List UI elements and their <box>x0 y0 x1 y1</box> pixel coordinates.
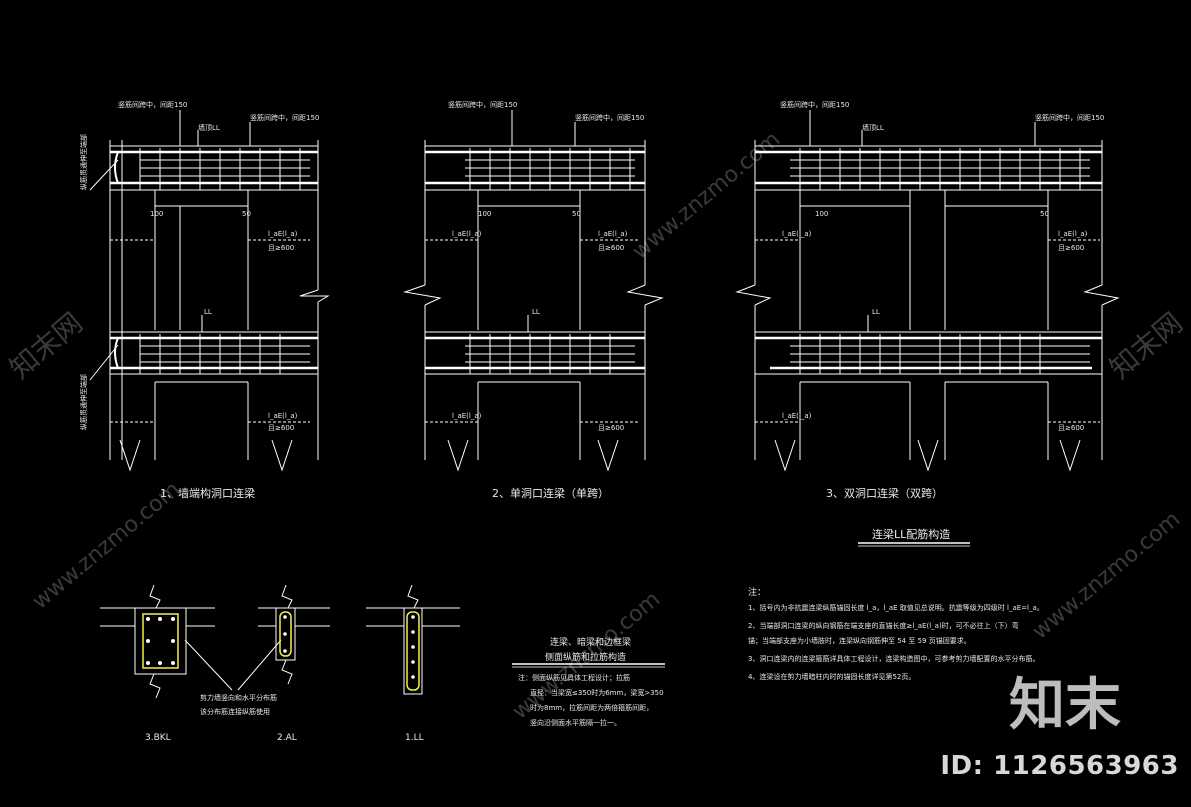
d1-label-beam: 墙顶LL <box>198 123 220 132</box>
d1-label-top-left: 竖筋间跨中，间距150 <box>118 100 187 109</box>
label-ll: 1.LL <box>405 733 424 743</box>
side-box-note-1: 注：侧面纵筋见具体工程设计；拉筋 <box>518 673 630 682</box>
watermark-cn-2: 知末网 <box>1103 306 1189 385</box>
d1-label-ll: LL <box>204 308 212 316</box>
d1-side-note-b: 纵筋贯通伸至端部 <box>79 374 88 430</box>
note-3: 3、洞口连梁内的连梁箍筋详具体工程设计，连梁构造图中，可参考剪力墙配置的水平分布… <box>748 654 1039 663</box>
side-box-note-2: 直径：当梁宽≤350时为6mm，梁宽>350 <box>530 688 664 697</box>
d2-top-grid <box>465 148 635 190</box>
d1-label-top-right: 竖筋间跨中，间距150 <box>250 113 319 122</box>
d3-mid-grid <box>790 334 1090 374</box>
note-2b: 锚；当端部支座为小墙肢时，连梁纵向钢筋伸至 54 至 59 页锚固要求。 <box>748 636 971 645</box>
notes-block: 注： 1、括号内为非抗震连梁纵筋锚固长度 l_a，l_aE 取值见总说明。抗震等… <box>748 586 1044 681</box>
d3-caption: 3、双洞口连梁（双跨） <box>826 486 943 500</box>
notes-header: 注： <box>748 586 766 598</box>
d3-label-top-right: 竖筋间跨中，间距150 <box>1035 113 1104 122</box>
d3-top-grid <box>790 148 1090 190</box>
d3-label-beam: 墙顶LL <box>862 123 884 132</box>
d1-dim-la: l_aE(l_a) <box>268 230 298 238</box>
note-2: 2、当端部洞口连梁的纵向钢筋在端支座的直锚长度≥l_aE(l_a)时，可不必往上… <box>748 621 1019 630</box>
d2-label-top-right: 竖筋间跨中，间距150 <box>575 113 644 122</box>
d2-dim-100: 100 <box>478 210 491 218</box>
diagram-1 <box>89 110 330 472</box>
d3-dim-50: 50 <box>1040 210 1049 218</box>
d2-dim-la-r: l_aE(l_a) <box>598 230 628 238</box>
d3-dim-100: 100 <box>815 210 828 218</box>
d3-dim-la-2: l_aE(l_a) <box>782 412 812 420</box>
d3-dim-ge-2: 且≥600 <box>1058 424 1084 432</box>
side-box-note-4: 竖向沿侧面水平筋隔一拉一。 <box>530 718 621 727</box>
section-bkl <box>100 584 282 699</box>
bkl-bars <box>146 617 175 665</box>
section-al <box>258 584 330 685</box>
side-box-note-3: 时为8mm，拉筋间距为两倍箍筋间距， <box>530 703 653 712</box>
d3-label-ll: LL <box>872 308 880 316</box>
side-box-title-1: 连梁、暗梁和边框梁 <box>550 636 631 648</box>
diagram-2 <box>403 110 664 472</box>
d2-label-ll: LL <box>532 308 540 316</box>
d2-dim-ge: 且≥600 <box>598 244 624 252</box>
watermark-logo: 知末 <box>1009 673 1121 738</box>
d1-dim-ge: 且≥600 <box>268 244 294 252</box>
d1-dim-50: 50 <box>242 210 251 218</box>
d2-mid-grid <box>465 334 635 374</box>
d1-caption: 1、墙端构洞口连梁 <box>160 486 255 500</box>
d3-dim-la-r: l_aE(l_a) <box>1058 230 1088 238</box>
d3-dim-ge: 且≥600 <box>1058 244 1084 252</box>
side-box: 连梁、暗梁和边框梁 侧面纵筋和拉筋构造 注：侧面纵筋见具体工程设计；拉筋 直径：… <box>512 636 665 727</box>
side-box-title-2: 侧面纵筋和拉筋构造 <box>545 651 626 663</box>
d2-caption: 2、单洞口连梁（单跨） <box>492 486 609 500</box>
label-bkl: 3.BKL <box>145 733 171 743</box>
section-ll <box>366 584 460 695</box>
d1-mid-grid <box>139 334 310 374</box>
d3-label-top-left: 竖筋间跨中，间距150 <box>780 100 849 109</box>
d2-dim-50: 50 <box>572 210 581 218</box>
d1-top-grid <box>139 148 310 190</box>
watermark-cn-1: 知末网 <box>3 306 89 385</box>
d1-dim-ge-2: 且≥600 <box>268 424 294 432</box>
d1-dim-100: 100 <box>150 210 163 218</box>
d1-side-note-a: 纵筋贯通伸至端部 <box>79 134 88 190</box>
d2-dim-la: l_aE(l_a) <box>452 230 482 238</box>
label-al: 2.AL <box>277 733 297 743</box>
d2-dim-ge-2: 且≥600 <box>598 424 624 432</box>
note-1: 1、括号内为非抗震连梁纵筋锚固长度 l_a，l_aE 取值见总说明。抗震等级为四… <box>748 603 1044 612</box>
diagram-3-texts: 竖筋间跨中，间距150 竖筋间跨中，间距150 墙顶LL LL 100 50 l… <box>780 100 1104 500</box>
diagram-3 <box>735 110 1120 472</box>
diagram-1-texts: 竖筋间跨中，间距150 竖筋间跨中，间距150 墙顶LL LL 100 50 l… <box>79 100 319 500</box>
watermark-id: ID: 1126563963 <box>940 751 1179 781</box>
note-4: 4、连梁设在剪力墙暗柱内时的锚固长度详见第52页。 <box>748 672 915 681</box>
pointer-note-2: 该分布筋连接纵筋使用 <box>200 707 270 716</box>
d3-dim-la: l_aE(l_a) <box>782 230 812 238</box>
d1-dim-la-2: l_aE(l_a) <box>268 412 298 420</box>
diagram-2-texts: 竖筋间跨中，间距150 竖筋间跨中，间距150 LL 100 50 l_aE(l… <box>448 100 644 500</box>
d2-label-top-left: 竖筋间跨中，间距150 <box>448 100 517 109</box>
section-title: 连梁LL配筋构造 <box>872 527 950 541</box>
watermark-site-4: www.znzmo.com <box>1028 507 1185 645</box>
watermark-layer: www.znzmo.com www.znzmo.com www.znzmo.co… <box>3 127 1189 725</box>
d2-dim-la-2: l_aE(l_a) <box>452 412 482 420</box>
pointer-note-1: 剪力墙竖向和水平分布筋 <box>200 693 277 702</box>
watermark-site-3: www.znzmo.com <box>628 127 785 265</box>
